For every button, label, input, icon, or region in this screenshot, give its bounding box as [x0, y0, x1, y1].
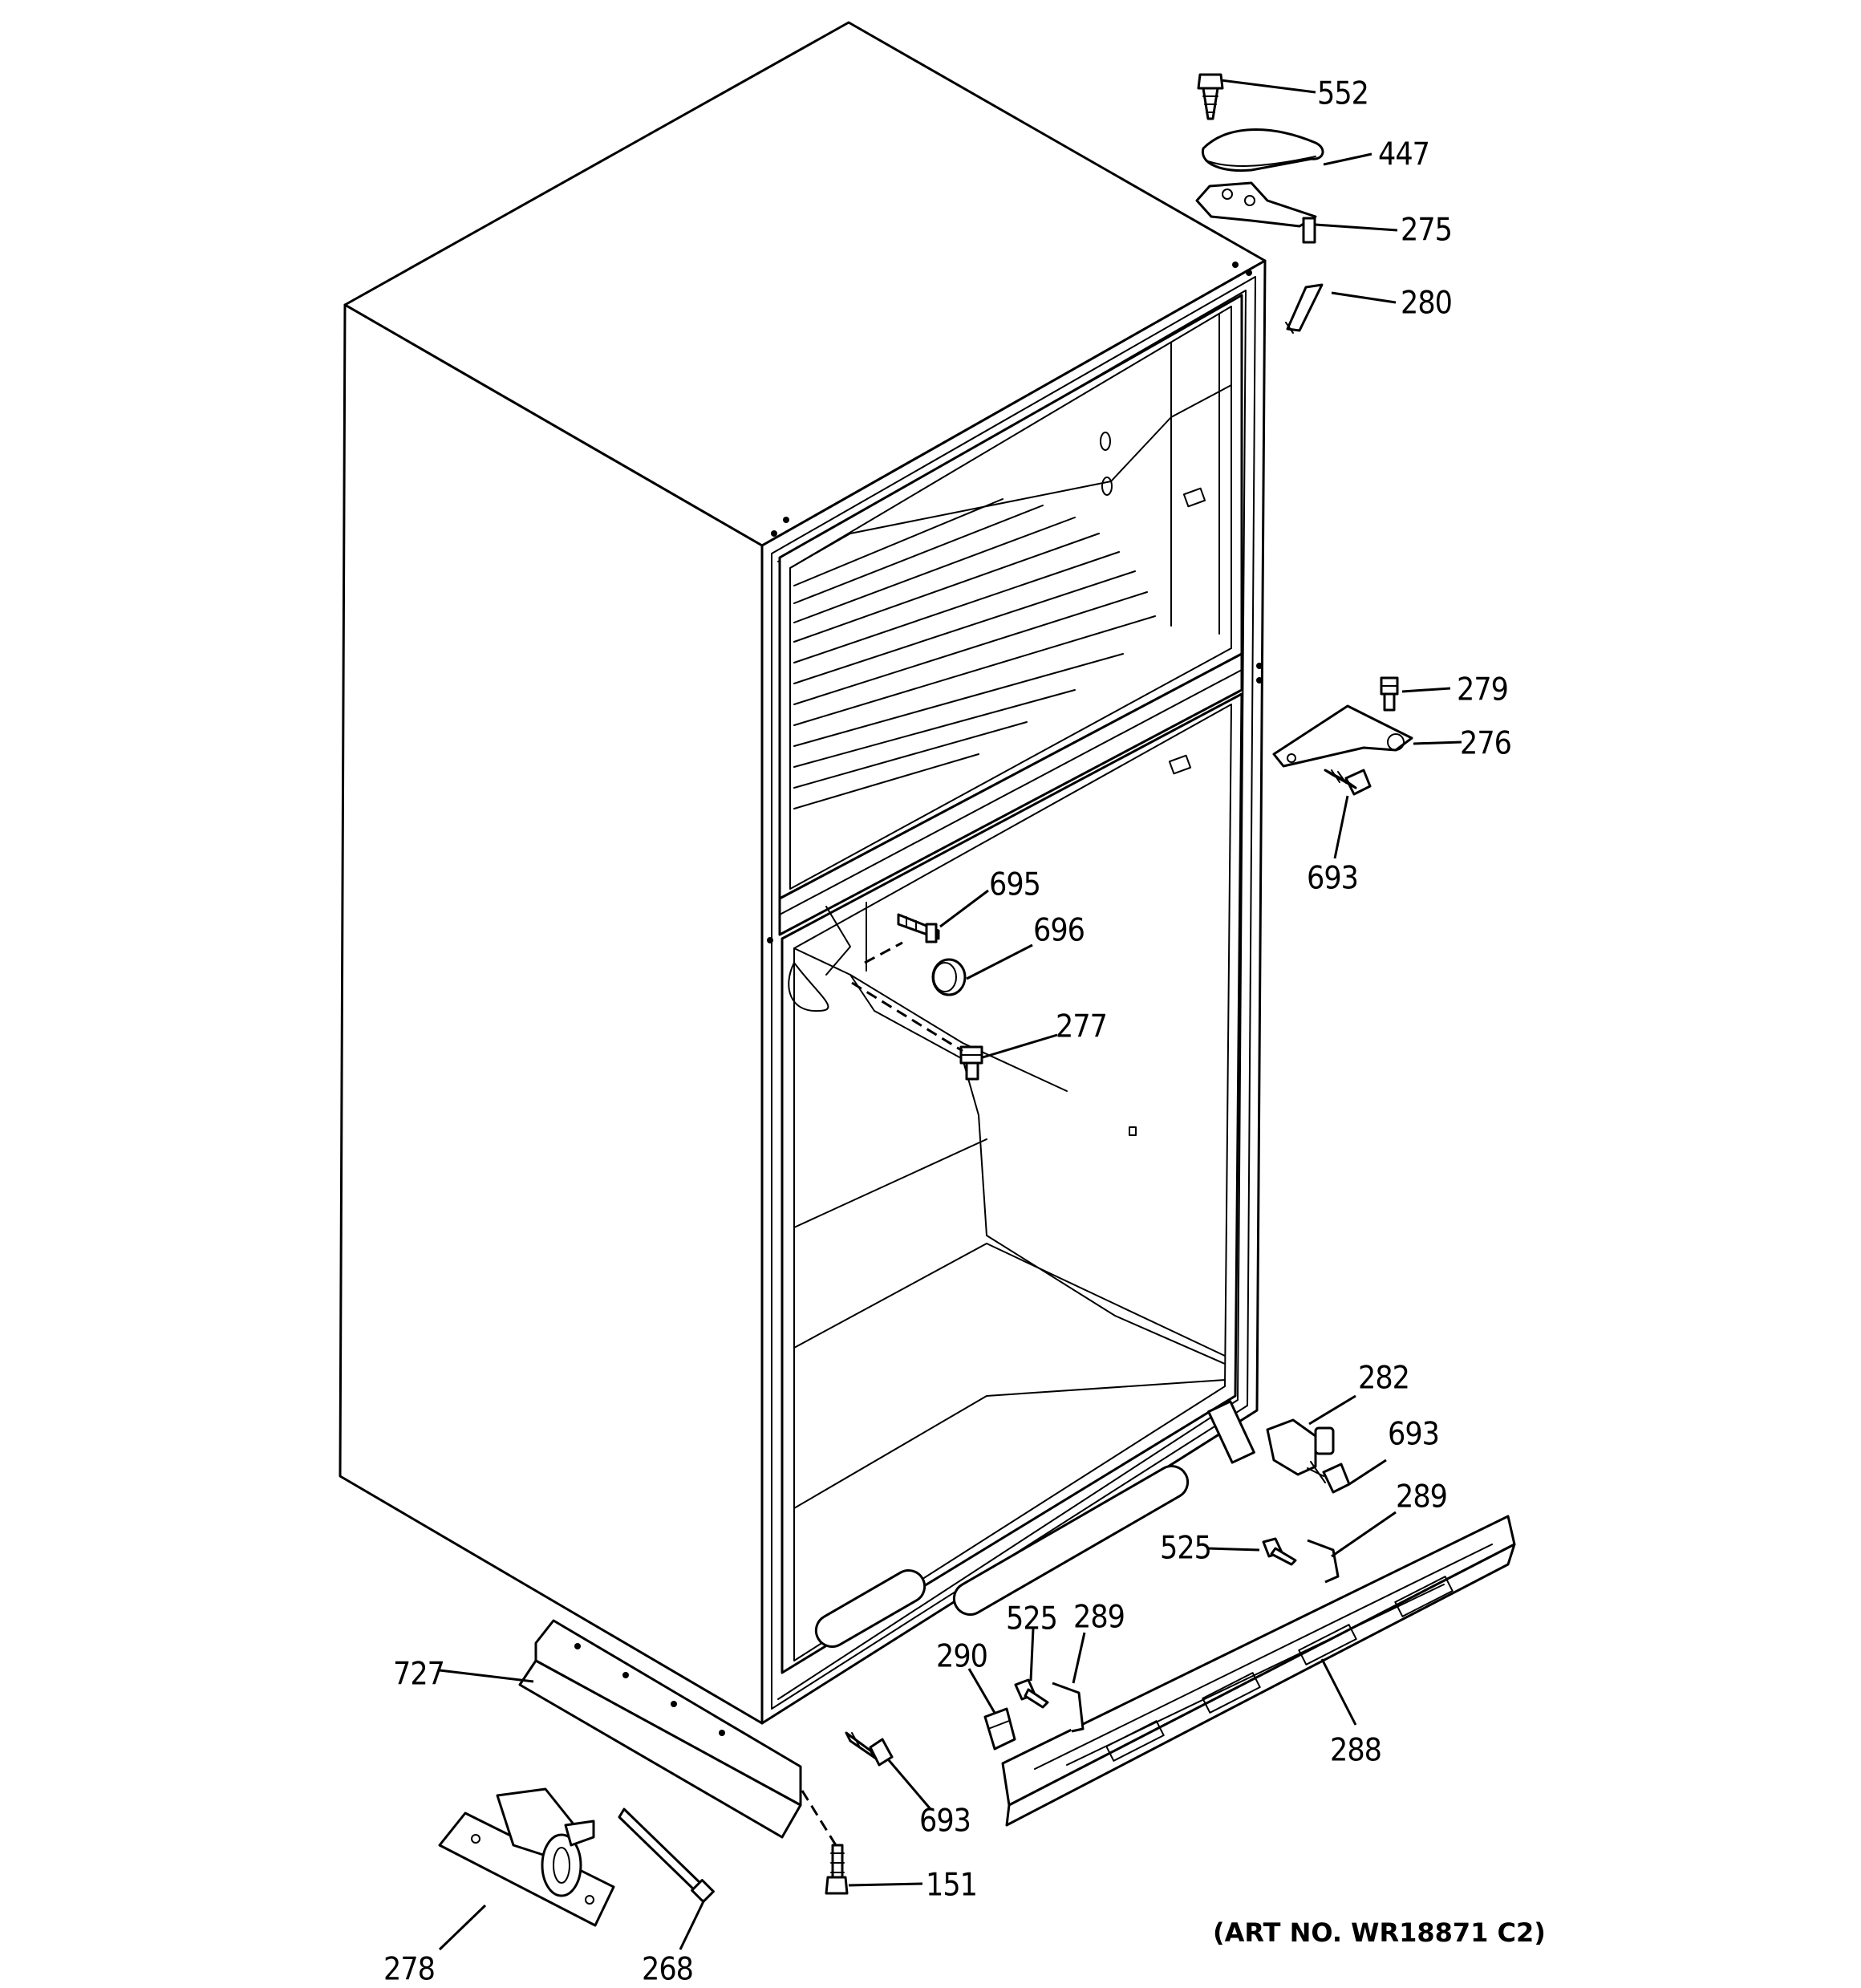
- part-label-278[interactable]: 278: [383, 1951, 436, 1988]
- part-label-525-left[interactable]: 525: [1006, 1601, 1058, 1637]
- screw-693-upper[interactable]: [1324, 769, 1372, 796]
- art-number: (ART NO. WR18871 C2): [1213, 1917, 1546, 1948]
- part-label-525-right[interactable]: 525: [1160, 1530, 1212, 1567]
- part-label-275[interactable]: 275: [1401, 212, 1453, 249]
- pin-277[interactable]: [959, 1045, 983, 1081]
- part-label-280[interactable]: 280: [1401, 285, 1453, 322]
- part-label-289-left[interactable]: 289: [1073, 1599, 1125, 1636]
- part-label-268[interactable]: 268: [642, 1951, 694, 1988]
- part-label-282[interactable]: 282: [1358, 1360, 1410, 1397]
- part-label-695[interactable]: 695: [989, 866, 1041, 903]
- part-label-277[interactable]: 277: [1056, 1008, 1108, 1045]
- part-label-151[interactable]: 151: [926, 1867, 978, 1904]
- freezer-shelf-grid: [793, 498, 1156, 809]
- plate-727[interactable]: [518, 1619, 802, 1839]
- clip-289-right[interactable]: [1307, 1539, 1340, 1584]
- screw-693-lower[interactable]: [845, 1731, 894, 1767]
- part-label-276[interactable]: 276: [1460, 725, 1512, 762]
- screw-552[interactable]: [1197, 73, 1224, 120]
- leader-lines: [438, 79, 1462, 1951]
- part-label-727[interactable]: 727: [393, 1656, 445, 1693]
- part-label-447[interactable]: 447: [1378, 136, 1430, 173]
- part-label-289-right[interactable]: 289: [1396, 1479, 1448, 1515]
- part-label-288[interactable]: 288: [1330, 1732, 1382, 1769]
- rod-268[interactable]: [618, 1807, 715, 1903]
- screw-525-right[interactable]: [1262, 1537, 1297, 1566]
- screw-695[interactable]: [897, 913, 940, 943]
- grille-288[interactable]: [1001, 1515, 1516, 1827]
- clip-290[interactable]: [983, 1707, 1016, 1751]
- part-label-290[interactable]: 290: [936, 1638, 988, 1675]
- hinge-pin-279[interactable]: [1380, 676, 1399, 712]
- screw-525-left[interactable]: [1014, 1678, 1049, 1709]
- cabinet: [339, 21, 1267, 1725]
- roller-assembly-278[interactable]: [438, 1787, 615, 1927]
- bottom-hinge-282[interactable]: [1266, 1418, 1335, 1476]
- hinge-cover-447[interactable]: [1202, 128, 1324, 172]
- part-label-693-lower[interactable]: 693: [919, 1803, 971, 1840]
- part-label-279[interactable]: 279: [1457, 671, 1509, 708]
- cap-696[interactable]: [931, 958, 967, 996]
- part-label-693-upper[interactable]: 693: [1307, 860, 1359, 897]
- screw-151[interactable]: [825, 1844, 849, 1895]
- shim-280[interactable]: [1285, 283, 1324, 334]
- top-hinge-275[interactable]: [1195, 181, 1317, 244]
- part-label-552[interactable]: 552: [1317, 75, 1369, 112]
- clip-289-left[interactable]: [1052, 1682, 1085, 1733]
- center-hinge-276[interactable]: [1272, 704, 1413, 768]
- screw-693-mid[interactable]: [1307, 1461, 1351, 1494]
- part-label-693-mid[interactable]: 693: [1388, 1416, 1440, 1453]
- part-label-696[interactable]: 696: [1033, 912, 1085, 949]
